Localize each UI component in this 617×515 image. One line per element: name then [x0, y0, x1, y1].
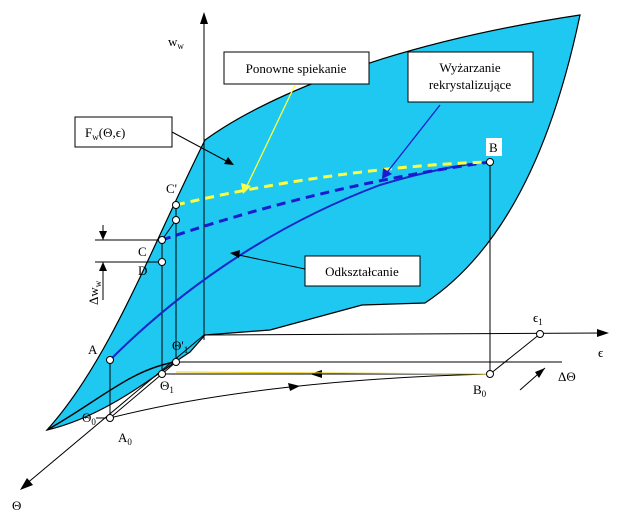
theta-axis-arrow [20, 478, 33, 490]
point-a [106, 356, 114, 364]
box-annealing-line2: rekrystalizujące [429, 77, 512, 92]
label-delta-w: Δww [86, 280, 103, 305]
label-delta-theta: ΔΘ [558, 369, 576, 384]
point-theta1-prime [172, 358, 180, 366]
c-d-step [161, 205, 177, 262]
box-surface-text: Fw(Θ,ϵ) [85, 125, 125, 142]
leader-resintering-arrow [241, 183, 251, 194]
theta1-arrow [310, 370, 322, 378]
epsilon-axis-label: ϵ [598, 345, 603, 360]
base-arrows [99, 231, 545, 391]
point-eps1 [536, 330, 544, 338]
box-resintering [223, 51, 370, 85]
delta-w-arrow-bottom [99, 262, 107, 271]
point-a0 [106, 414, 114, 422]
w-axis-label: ww [168, 34, 184, 51]
curve-arrow [288, 383, 300, 391]
leader-annealing [384, 104, 441, 176]
surface-front-edge [46, 361, 176, 431]
label-theta1: Θ1 [160, 378, 174, 395]
leader-annealing-arrow [382, 168, 392, 179]
leader-deformation-arrow [230, 250, 240, 258]
annealing-path [161, 160, 491, 242]
label-c-prime: C' [166, 181, 177, 196]
point-b0 [486, 370, 494, 378]
label-d: D [138, 263, 147, 278]
theta-axis-label: Θ [12, 498, 21, 513]
box-annealing-line1: Wyżarzanie [439, 60, 501, 75]
point-c-prime-top [172, 201, 180, 209]
box-annealing [407, 51, 534, 103]
point-c [158, 236, 166, 244]
box-resintering-text: Ponowne spiekanie [246, 61, 347, 76]
delta-theta-arrow [535, 368, 545, 378]
point-c-prime-low [172, 216, 180, 224]
point-d [158, 258, 166, 266]
label-a0: A0 [118, 430, 132, 447]
label-theta1-prime: Θ'1 [172, 338, 188, 355]
label-theta0: Θ0 [82, 410, 96, 427]
points [106, 158, 544, 422]
epsilon-axis-arrow [597, 329, 609, 337]
label-b0: B0 [473, 382, 487, 399]
point-theta1 [158, 370, 166, 378]
delta-w-arrow-top [99, 231, 107, 240]
label-c: C [138, 244, 147, 259]
box-deformation [304, 255, 421, 287]
box-surface [74, 116, 173, 148]
b-label-bg [486, 138, 502, 156]
leader-surface [171, 131, 231, 164]
theta1-yellow-line [175, 371, 491, 375]
w-axis-arrow [200, 12, 208, 24]
label-b: B [489, 140, 498, 155]
label-a: A [88, 342, 98, 357]
leader-deformation [233, 253, 306, 270]
leader-resintering [244, 84, 296, 191]
box-deformation-text: Odkształcanie [325, 264, 399, 279]
label-eps1: ϵ1 [533, 310, 543, 327]
resintering-path [175, 160, 491, 207]
leader-surface-arrow [224, 157, 234, 165]
point-b [486, 158, 494, 166]
